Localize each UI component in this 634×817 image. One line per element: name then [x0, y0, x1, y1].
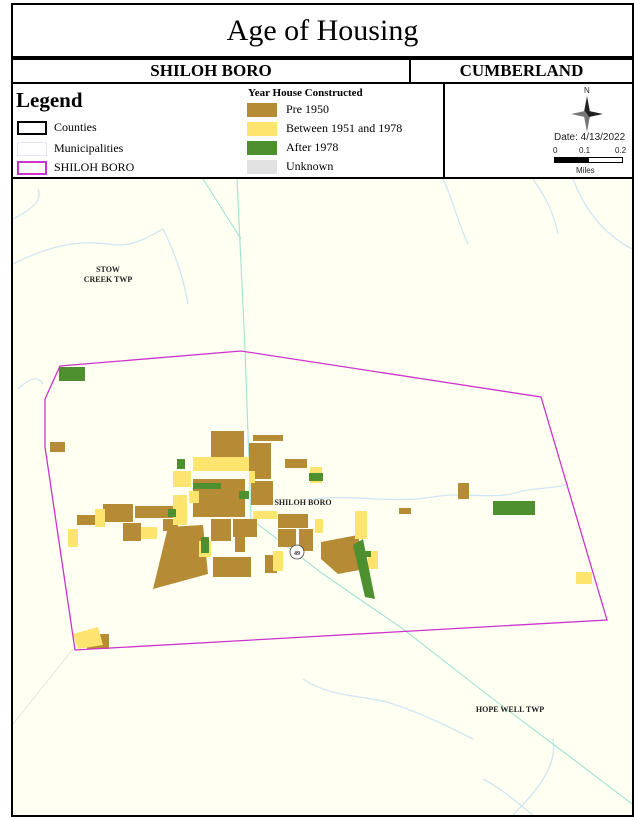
map-frame[interactable]: 49 STOW CREEK TWP SHILOH BORO HOPE WELL … [11, 177, 634, 817]
scale-tick-1: 0.1 [579, 146, 591, 155]
legend-class-unknown: Unknown [247, 159, 333, 174]
legend-item-shiloh-boro: SHILOH BORO [17, 160, 134, 175]
label-stow-line2: CREEK TWP [84, 275, 133, 284]
map-date: Date: 4/13/2022 [554, 132, 626, 143]
pre-1950-swatch [247, 102, 277, 117]
municipalities-symbol [17, 141, 47, 156]
county-name: CUMBERLAND [459, 61, 584, 80]
legend-item-counties: Counties [17, 120, 97, 135]
boro-boundary [44, 350, 608, 651]
label-shiloh-boro: SHILOH BORO [274, 498, 331, 507]
map-canvas[interactable]: 49 STOW CREEK TWP SHILOH BORO HOPE WELL … [13, 179, 632, 815]
map-title: Age of Housing [226, 13, 419, 47]
parcels-1951-1978 [68, 457, 592, 649]
municipality-header: SHILOH BORO [11, 58, 411, 84]
parcels-pre-1950 [50, 431, 469, 649]
map-info-panel: N Date: 4/13/2022 0 0.1 0.2 Miles [443, 82, 634, 179]
class-label: Unknown [286, 159, 334, 173]
route-number: 49 [294, 551, 300, 557]
municipal-lines [13, 648, 74, 725]
scale-tick-2: 0.2 [615, 146, 627, 155]
legend-item-label: Municipalities [54, 141, 124, 155]
legend-title: Legend [16, 88, 83, 112]
label-stow-line1: STOW [96, 265, 120, 274]
municipality-name: SHILOH BORO [150, 61, 272, 80]
boro-boundary-symbol [17, 160, 47, 175]
legend-class-1951-1978: Between 1951 and 1978 [247, 121, 402, 136]
scale-bar [554, 157, 623, 163]
scale-tick-0: 0 [553, 146, 558, 155]
legend-item-municipalities: Municipalities [17, 141, 123, 156]
after-1978-swatch [247, 140, 277, 155]
legend-class-pre-1950: Pre 1950 [247, 102, 329, 117]
north-arrow-icon [571, 96, 603, 132]
north-label: N [584, 86, 590, 95]
counties-symbol [17, 120, 47, 135]
legend-item-label: Counties [54, 120, 97, 134]
scale-unit: Miles [576, 166, 595, 175]
mid-century-swatch [247, 121, 277, 136]
class-label: After 1978 [286, 140, 339, 154]
route-49-shield: 49 [289, 544, 305, 560]
legend-class-after-1978: After 1978 [247, 140, 338, 155]
unknown-swatch [247, 159, 277, 174]
year-constructed-title: Year House Constructed [248, 87, 363, 99]
legend-panel: Legend Counties Municipalities SHILOH BO… [11, 82, 445, 179]
parcels-after-1978 [59, 367, 535, 599]
class-label: Between 1951 and 1978 [286, 121, 403, 135]
class-label: Pre 1950 [286, 102, 329, 116]
label-hopewell-twp: HOPE WELL TWP [476, 705, 544, 714]
county-header: CUMBERLAND [409, 58, 634, 84]
legend-item-label: SHILOH BORO [54, 160, 135, 174]
map-title-box: Age of Housing [11, 3, 634, 58]
